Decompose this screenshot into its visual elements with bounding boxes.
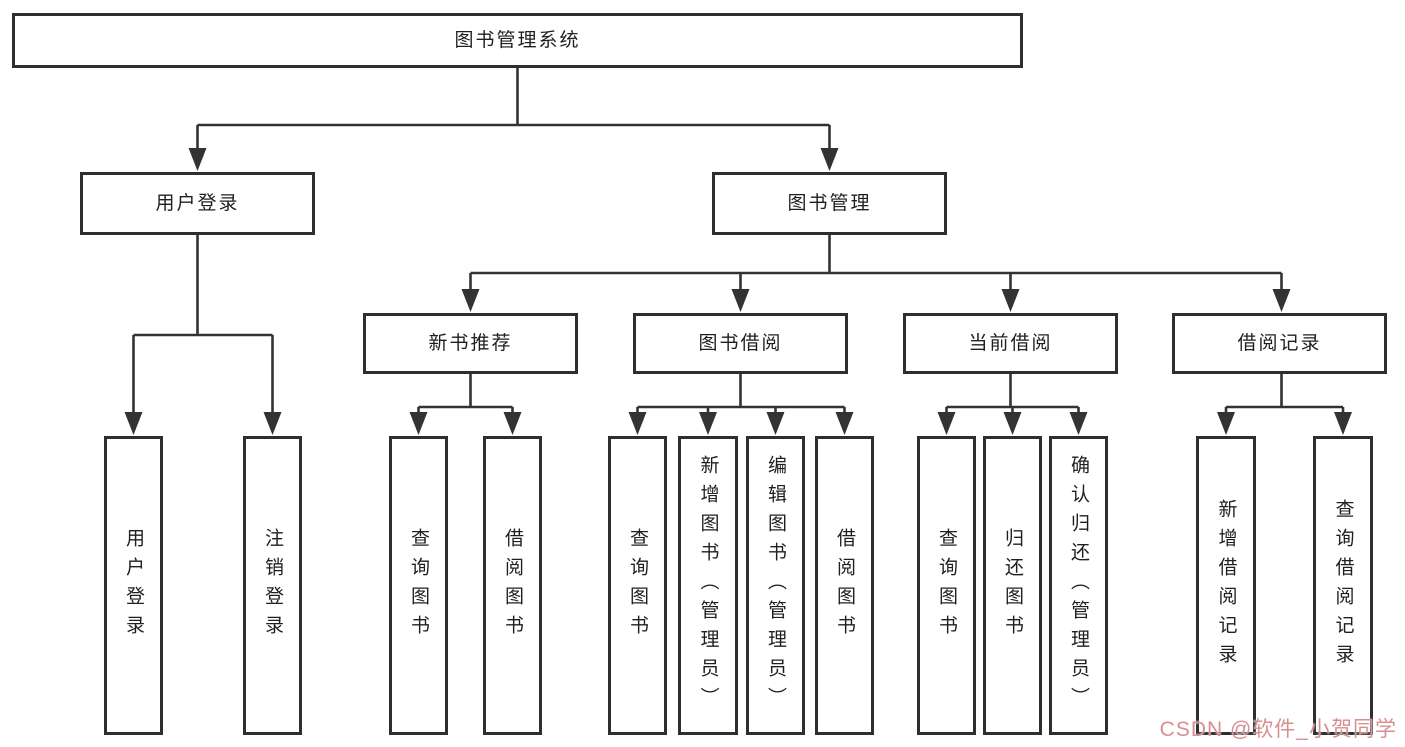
node-current-borrowing: 当前借阅 — [903, 313, 1118, 374]
node-new-book-recommendation: 新书推荐 — [363, 313, 578, 374]
node-query-books-recommend: 查询图书 — [389, 436, 448, 735]
node-user-login-branch: 用户登录 — [80, 172, 315, 235]
node-confirm-return-admin: 确认归还（管理员） — [1049, 436, 1108, 735]
node-edit-books-admin: 编辑图书（管理员） — [746, 436, 805, 735]
node-borrowing-records: 借阅记录 — [1172, 313, 1387, 374]
node-root-system: 图书管理系统 — [12, 13, 1023, 68]
node-logout-leaf: 注销登录 — [243, 436, 302, 735]
node-borrow-books-leaf: 借阅图书 — [815, 436, 874, 735]
node-add-books-admin: 新增图书（管理员） — [678, 436, 738, 735]
node-query-books-current: 查询图书 — [917, 436, 976, 735]
arrowhead-icons — [124, 148, 1352, 435]
node-borrow-books-recommend: 借阅图书 — [483, 436, 542, 735]
node-user-login-leaf: 用户登录 — [104, 436, 163, 735]
csdn-watermark: CSDN @软件_小贺同学 — [1159, 718, 1397, 741]
node-book-borrowing: 图书借阅 — [633, 313, 848, 374]
node-add-borrow-record: 新增借阅记录 — [1196, 436, 1256, 735]
node-book-management-branch: 图书管理 — [712, 172, 947, 235]
node-query-borrow-record: 查询借阅记录 — [1313, 436, 1373, 735]
node-return-books: 归还图书 — [983, 436, 1042, 735]
node-query-books-borrowing: 查询图书 — [608, 436, 667, 735]
